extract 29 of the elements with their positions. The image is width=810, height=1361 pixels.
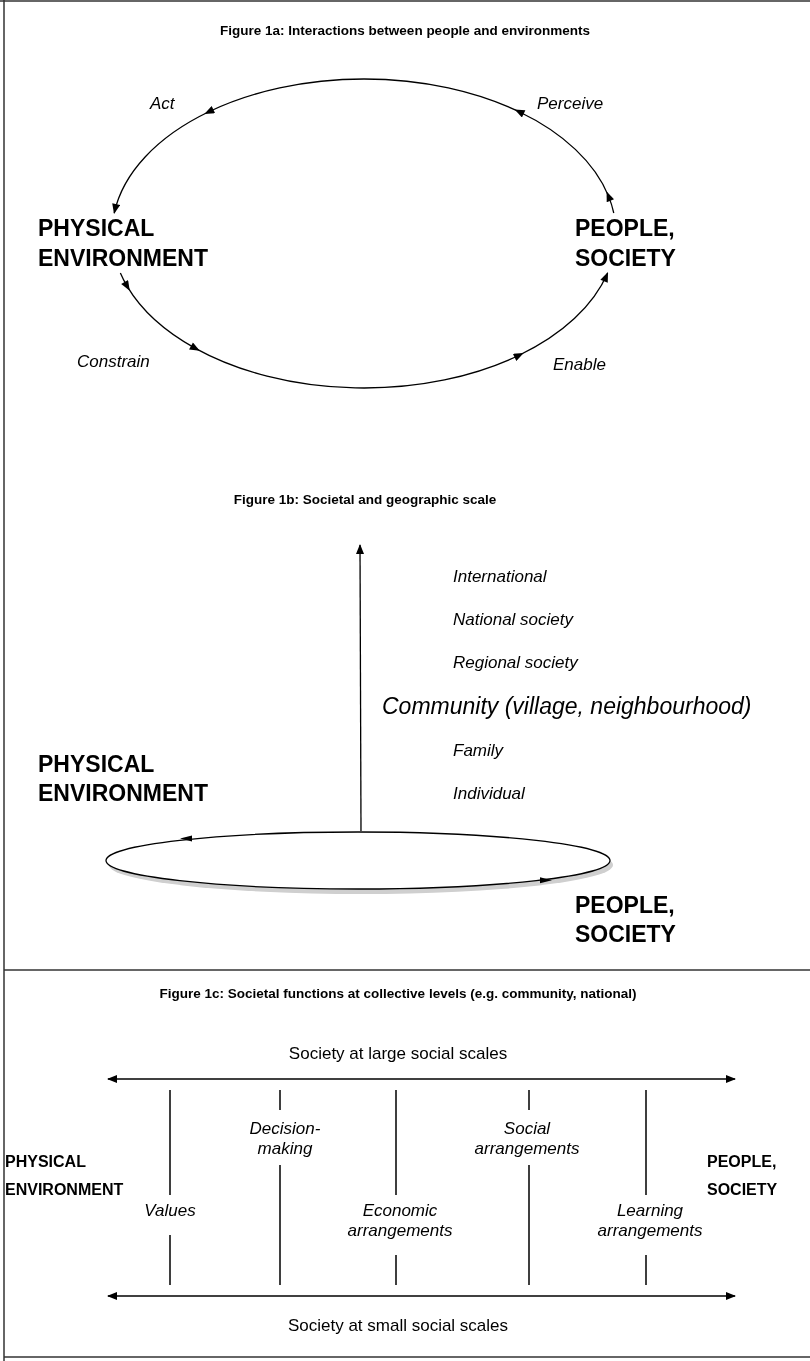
- arc-label: Perceive: [537, 94, 605, 114]
- heading-label: PHYSICAL ENVIRONMENT: [38, 750, 209, 808]
- node-label: PHYSICAL ENVIRONMENT: [38, 213, 238, 273]
- scale-label: Family: [453, 740, 505, 762]
- function-label: Economic arrangements: [346, 1201, 454, 1241]
- scale-label: Community (village, neighbourhood): [382, 692, 753, 720]
- figure-title: Figure 1c: Societal functions at collective levels (e.g. community, national): [158, 985, 638, 1003]
- arrow: [119, 272, 609, 389]
- scale-label: Regional society: [453, 652, 580, 674]
- scale-label: Individual: [453, 783, 526, 805]
- scale-label: Society at large social scales: [287, 1043, 509, 1065]
- scale-label: International: [453, 566, 548, 588]
- arc-label: Act: [150, 94, 176, 114]
- function-label: Values: [143, 1201, 197, 1221]
- scale-label: National society: [453, 609, 575, 631]
- function-label: Decision-making: [248, 1119, 322, 1159]
- heading-label: PHYSICAL ENVIRONMENT: [5, 1152, 125, 1200]
- figure-title: Figure 1b: Societal and geographic scale: [232, 491, 498, 509]
- function-label: Social arrangements: [473, 1119, 581, 1159]
- figure-title: Figure 1a: Interactions between people and environments: [219, 22, 591, 40]
- arc-label: Enable: [553, 355, 607, 375]
- arrow: [112, 78, 615, 214]
- heading-label: PEOPLE, SOCIETY: [707, 1152, 779, 1200]
- node-label: PEOPLE, SOCIETY: [575, 213, 710, 273]
- heading-label: PEOPLE, SOCIETY: [575, 891, 677, 949]
- scale-label: Society at small social scales: [286, 1315, 510, 1337]
- arc-label: Constrain: [77, 352, 151, 372]
- arrow: [356, 544, 365, 832]
- function-label: Learning arrangements: [596, 1201, 704, 1241]
